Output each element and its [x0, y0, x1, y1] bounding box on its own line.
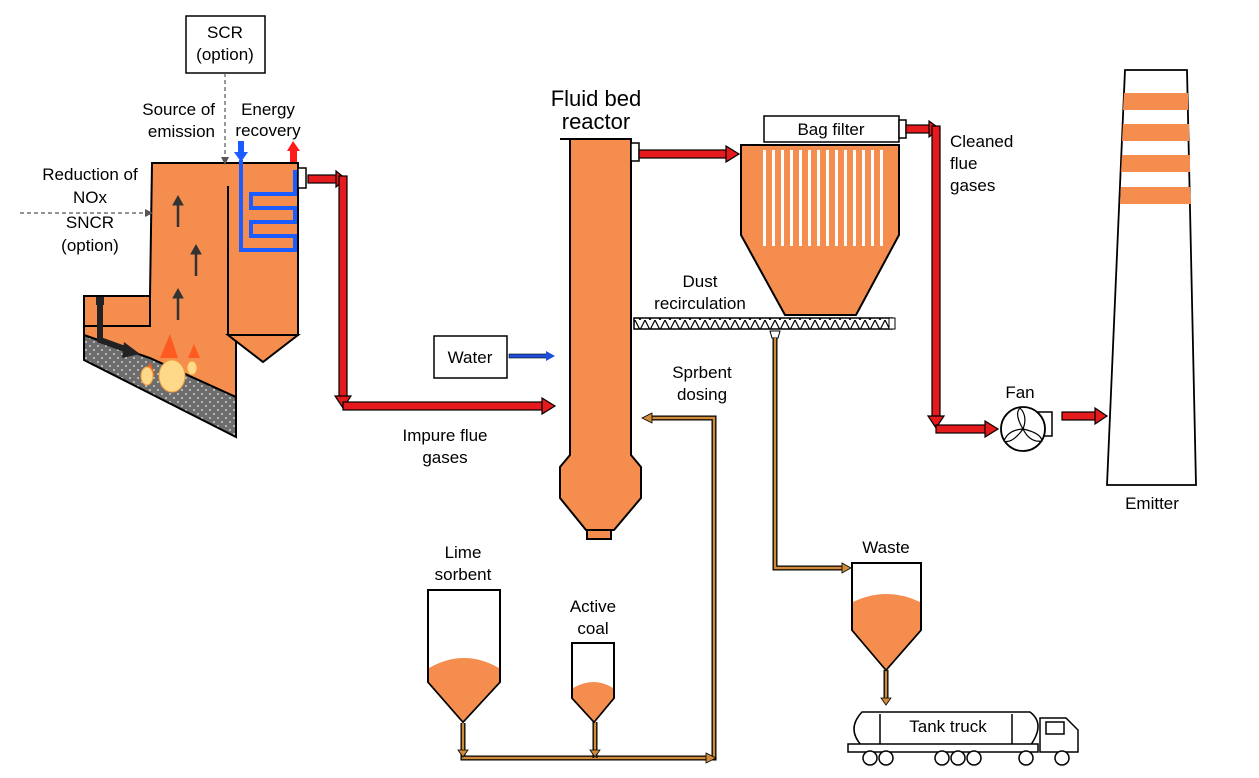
impure-label-1: Impure flue: [402, 426, 487, 445]
sorbent-dosing-label-2: dosing: [677, 385, 727, 404]
dust-screw-conveyor: [633, 317, 893, 330]
reduction-label-1: Reduction of: [42, 165, 138, 184]
tank-truck-label: Tank truck: [909, 717, 987, 736]
lime-sorbent-silo: [427, 589, 501, 724]
sncr-label-1: SNCR: [66, 213, 114, 232]
lime-label-1: Lime: [445, 543, 482, 562]
cold-water-arrow: [234, 152, 248, 162]
fan-to-stack-pipe: [1061, 406, 1109, 426]
burner-feed: [83, 295, 151, 327]
cleaned-label-3: gases: [950, 176, 995, 195]
cleaned-label-1: Cleaned: [950, 132, 1013, 151]
cleaned-label-2: flue: [950, 154, 977, 173]
waste-silo: [851, 562, 922, 672]
sorbent-dosing-label-1: Sprbent: [672, 363, 732, 382]
impure-flue-gas-pipe: [307, 169, 557, 416]
energy-arrows: [234, 141, 300, 162]
water-label: Water: [448, 348, 493, 367]
waste-label: Waste: [862, 538, 910, 557]
emitter-label: Emitter: [1125, 494, 1179, 513]
scr-box: [185, 15, 266, 74]
active-label-1: Active: [570, 597, 616, 616]
gas-flow-arrows: [172, 194, 202, 320]
sorbent-dosing-line: [457, 412, 717, 764]
lime-label-2: sorbent: [435, 565, 492, 584]
source-label-2: emission: [148, 122, 215, 141]
source-label-1: Source of: [142, 100, 215, 119]
fluid-bed-reactor: [559, 138, 642, 540]
energy-label-2: recovery: [235, 121, 301, 140]
water-box: [433, 335, 508, 379]
fan: [1000, 406, 1053, 452]
energy-label-1: Energy: [241, 100, 295, 119]
tank-truck: [847, 711, 1079, 766]
stack: [1106, 69, 1197, 486]
dust-label-1: Dust: [683, 272, 718, 291]
boiler-hopper: [225, 334, 301, 364]
cleaned-gas-pipe: [905, 119, 1000, 439]
hot-water-arrow: [287, 141, 300, 151]
boiler: [83, 160, 307, 439]
reactor-label-1: Fluid bed: [551, 86, 642, 111]
heat-exchanger-coil: [239, 160, 297, 252]
scr-label-2: (option): [196, 45, 254, 64]
impure-label-2: gases: [422, 448, 467, 467]
flames: [140, 334, 200, 393]
waste-line: [772, 338, 892, 706]
reduction-label-2: NOx: [73, 188, 108, 207]
dust-label-2: recirculation: [654, 294, 746, 313]
active-coal-silo: [571, 642, 615, 724]
water-line: [508, 353, 548, 359]
fan-label: Fan: [1005, 383, 1034, 402]
bag-filter: [740, 115, 907, 316]
active-label-2: coal: [577, 619, 608, 638]
reactor-to-filter-pipe: [638, 144, 741, 164]
sncr-label-2: (option): [61, 236, 119, 255]
reactor-label-2: reactor: [562, 109, 630, 134]
bag-filter-label: Bag filter: [797, 120, 864, 139]
filter-bags: [763, 150, 883, 246]
scr-label-1: SCR: [207, 23, 243, 42]
